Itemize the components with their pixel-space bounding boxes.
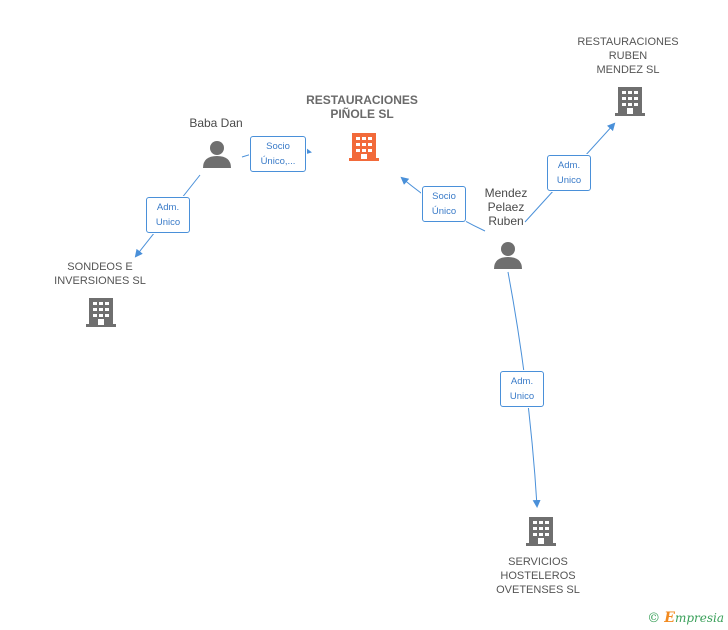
brand-name: mpresia [674, 611, 724, 625]
building-icon [615, 87, 645, 116]
brand-footer: ©Empresia [647, 610, 724, 626]
edge-label-baba-sondeos[interactable]: Adm. Unico [146, 197, 190, 233]
brand-initial: E [664, 610, 675, 626]
edge-label-baba-main[interactable]: Socio Único,... [250, 136, 306, 172]
company-label-main[interactable]: RESTAURACIONES PIÑOLE SL [306, 93, 418, 121]
company-label-sondeos[interactable]: SONDEOS E INVERSIONES SL [54, 261, 146, 287]
edge-label-mendez-ruben[interactable]: Adm. Unico [547, 155, 591, 191]
person-label-mendez[interactable]: Mendez Pelaez Ruben [484, 186, 528, 228]
person-icon [494, 242, 522, 269]
company-label-ruben-mendez[interactable]: RESTAURACIONES RUBEN MENDEZ SL [577, 36, 679, 76]
person-icon [203, 141, 231, 168]
building-icon [86, 298, 116, 327]
edge-label-mendez-servicios[interactable]: Adm. Unico [500, 371, 544, 407]
building-icon [349, 133, 379, 161]
building-icon [526, 517, 556, 546]
person-label-baba-dan[interactable]: Baba Dan [189, 116, 243, 130]
edge-label-mendez-main[interactable]: Socio Único [422, 186, 466, 222]
company-label-servicios[interactable]: SERVICIOS HOSTELEROS OVETENSES SL [496, 556, 580, 596]
copyright-icon: © [647, 611, 661, 626]
